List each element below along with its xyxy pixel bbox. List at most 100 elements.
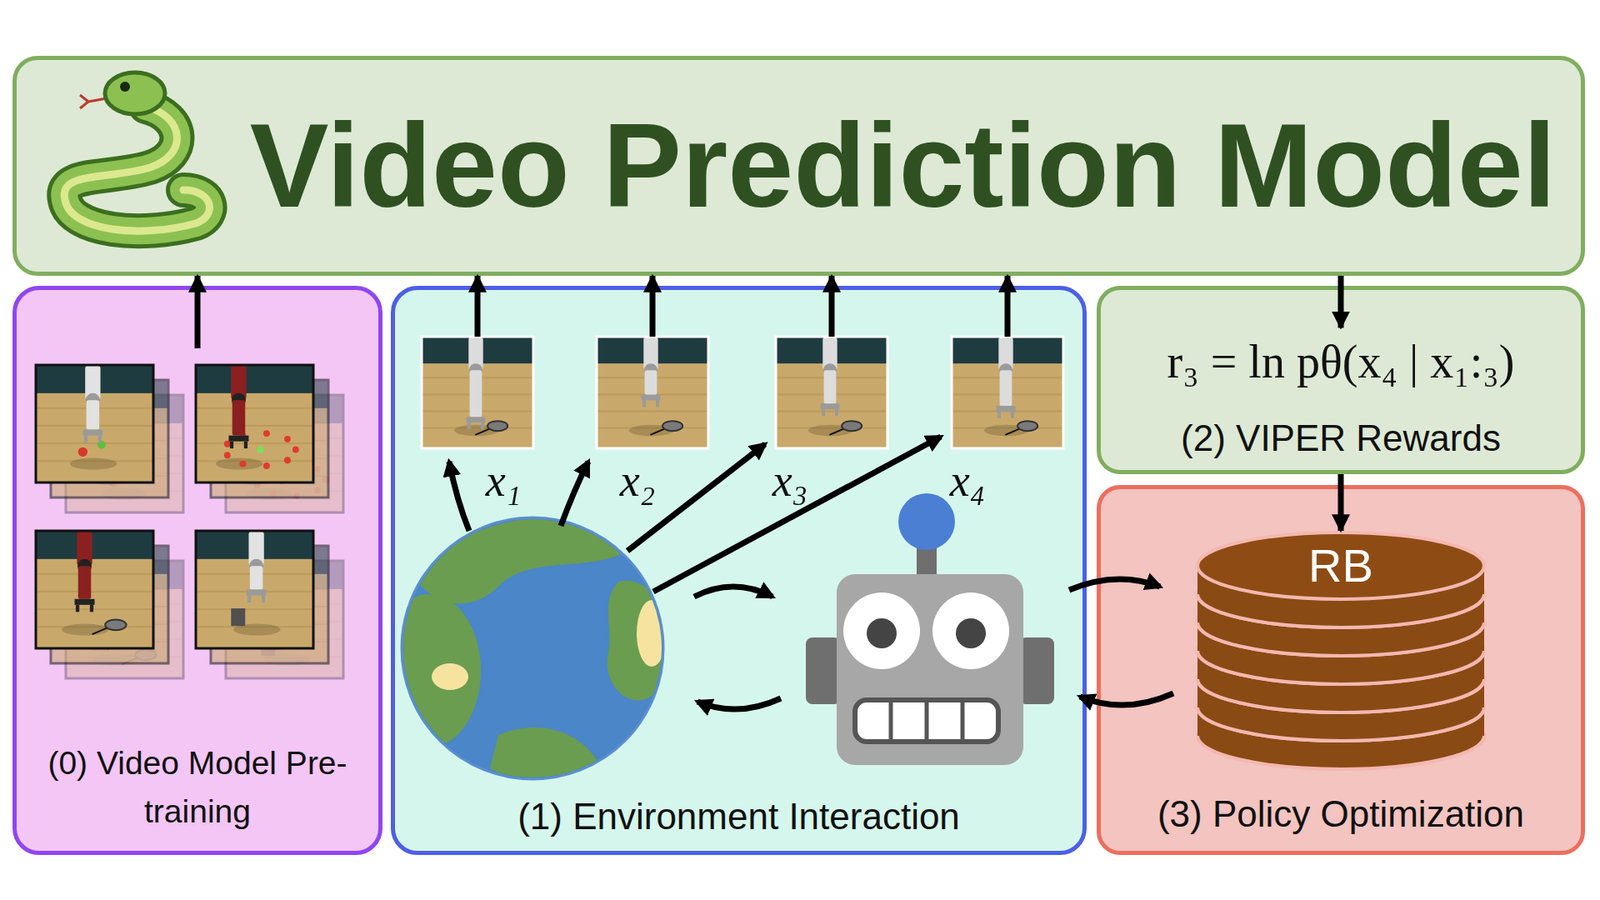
interaction-arrow	[1080, 693, 1174, 705]
frame-label: x₁	[485, 454, 522, 509]
continent	[490, 727, 602, 781]
model-band: Video Prediction Model	[12, 55, 1585, 276]
snake-belly	[64, 106, 210, 231]
interaction-arrow	[449, 461, 470, 531]
flow-arrow	[650, 275, 656, 337]
shadow	[70, 457, 117, 470]
gripper	[820, 403, 840, 410]
flow-arrow	[475, 275, 481, 337]
text-holder: (1) Environment Interaction	[399, 783, 1079, 850]
gripper-finger	[84, 435, 88, 443]
frame-border	[421, 336, 534, 449]
wall	[195, 365, 314, 394]
shadow	[215, 457, 263, 470]
target-dot	[224, 451, 231, 459]
video-frame	[35, 530, 154, 649]
frame-border	[596, 336, 709, 449]
robot-tooth-line	[889, 702, 894, 740]
floor-texture	[35, 608, 154, 610]
video-frame	[195, 530, 314, 649]
target-dot	[263, 430, 270, 437]
gripper-finger	[1010, 411, 1015, 419]
target-dot	[256, 445, 264, 453]
target-dot	[284, 435, 291, 443]
target-dot	[263, 462, 270, 470]
text-holder: (2) VIPER Rewards	[1105, 415, 1577, 462]
wall	[35, 530, 154, 560]
floor-texture	[195, 407, 314, 410]
observation-frame	[775, 336, 888, 449]
earth-land	[377, 516, 667, 781]
floor-texture	[195, 425, 314, 427]
gripper-finger	[480, 422, 485, 430]
buffer-label: RB	[1308, 537, 1374, 594]
arm-link	[232, 400, 246, 435]
video-frame	[35, 365, 154, 483]
target-dot	[224, 440, 231, 448]
block	[230, 608, 245, 626]
floor	[35, 365, 154, 483]
environment-frames	[421, 336, 1064, 449]
arm-link	[78, 565, 92, 599]
panel-label: (3) Policy Optimization	[1157, 792, 1525, 837]
target-dot	[284, 456, 291, 464]
floor-texture	[35, 573, 154, 575]
gripper-finger	[247, 595, 251, 603]
text-holder: r₃ = ln pθ(x₄ | x₁:₃)	[1105, 329, 1577, 396]
snake-head	[105, 72, 165, 115]
floor	[596, 336, 709, 449]
snake-tongue	[80, 95, 107, 109]
interaction-arrows	[449, 436, 1174, 710]
gripper	[466, 416, 486, 423]
interaction-arrow	[560, 461, 589, 526]
arm-link	[86, 400, 100, 430]
panel-label: (0) Video Model Pre-training	[29, 739, 366, 837]
floor-texture	[596, 410, 709, 412]
continent	[607, 580, 667, 700]
floor-texture	[195, 608, 314, 610]
snake-eye	[120, 81, 130, 92]
gripper-finger	[98, 435, 102, 443]
text-holder: x₃	[752, 453, 828, 509]
text-holder: (3) Policy Optimization	[1105, 780, 1577, 848]
gripper-finger	[467, 422, 471, 430]
arm-link	[470, 370, 483, 417]
video-frame	[195, 365, 314, 483]
puck	[105, 619, 126, 630]
gripper-finger	[90, 605, 94, 612]
continent	[412, 516, 638, 604]
frame-border	[775, 336, 888, 449]
puck	[487, 420, 508, 431]
shadow	[61, 623, 109, 635]
flow-arrow	[829, 275, 835, 337]
robot-pupil	[866, 618, 897, 649]
observation-frame	[596, 336, 709, 449]
gripper-finger	[835, 409, 839, 416]
floor	[195, 365, 314, 483]
arm-link	[645, 370, 658, 395]
model-title: Video Prediction Model	[250, 95, 1556, 237]
target-dot	[239, 460, 246, 468]
floor-texture	[35, 442, 154, 445]
floor	[35, 530, 154, 649]
interaction-arrow	[694, 586, 773, 597]
interaction-arrow	[627, 444, 765, 551]
puck	[662, 420, 683, 431]
flow-arrow	[195, 275, 201, 349]
gripper-finger	[244, 441, 248, 449]
text-holder: (0) Video Model Pre-training	[29, 725, 366, 850]
robot-tooth-line	[925, 702, 930, 740]
gripper-finger	[261, 595, 265, 603]
gripper-finger	[230, 441, 234, 449]
floor-texture	[775, 410, 888, 412]
floor	[421, 336, 534, 449]
interaction-arrow	[1069, 579, 1160, 590]
frame-border	[35, 365, 154, 483]
gripper-finger	[75, 605, 80, 612]
gripper	[641, 395, 661, 401]
earth-icon	[377, 516, 667, 781]
robot-ear	[1019, 637, 1055, 705]
frame-label: x₃	[772, 454, 809, 509]
text-holder: x₁	[465, 453, 541, 509]
